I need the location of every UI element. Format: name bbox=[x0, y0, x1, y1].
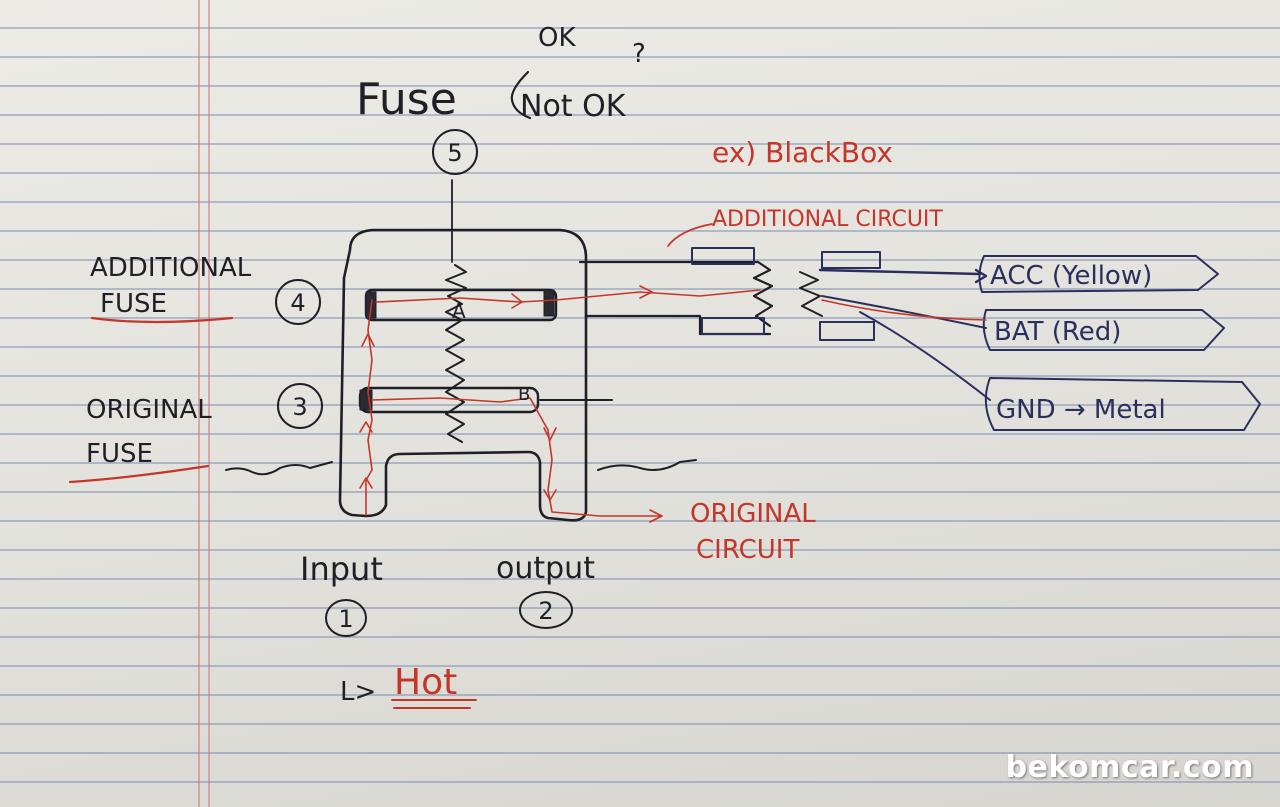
example-blackbox-label: ex) BlackBox bbox=[712, 136, 893, 169]
gnd-label-box bbox=[984, 377, 1261, 431]
bat-label-box bbox=[982, 309, 1225, 351]
connector-top-left bbox=[691, 247, 755, 265]
margin-line-right bbox=[208, 0, 210, 807]
fuse-b-label: B bbox=[518, 384, 530, 405]
current-path-original bbox=[371, 397, 661, 517]
fuse-3-number: 3 bbox=[292, 393, 307, 421]
original-circuit-label-line2: CIRCUIT bbox=[696, 535, 799, 565]
wire-zigzag-right bbox=[799, 271, 823, 317]
fuse-4-number: 4 bbox=[290, 289, 305, 317]
input-label: Input bbox=[300, 550, 383, 588]
wire-bundle-top bbox=[578, 260, 774, 328]
ok-not-ok-brace bbox=[510, 70, 532, 120]
connector-bottom-left bbox=[701, 317, 765, 335]
bat-wire bbox=[821, 295, 987, 329]
additional-fuse-label: FUSE bbox=[100, 289, 167, 319]
left-squiggle bbox=[225, 461, 333, 476]
additional-circuit-label: ADDITIONAL CIRCUIT bbox=[712, 207, 943, 232]
internal-link-zigzag bbox=[445, 264, 467, 443]
question-mark: ? bbox=[632, 39, 646, 69]
additional-fuse-underline bbox=[90, 316, 234, 324]
current-arrows-up bbox=[359, 333, 375, 489]
gnd-wire bbox=[859, 311, 991, 401]
current-path-input bbox=[365, 299, 373, 516]
fuse-tap-body bbox=[338, 228, 588, 522]
fuse-a-label: A bbox=[452, 299, 466, 323]
original-fuse-underline bbox=[68, 464, 210, 484]
margin-line-left bbox=[198, 0, 200, 807]
hot-label: Hot bbox=[394, 662, 457, 703]
acc-wire-arrow bbox=[974, 268, 988, 284]
fuse-5-number: 5 bbox=[447, 139, 462, 167]
gnd-metal-label: GND → Metal bbox=[996, 395, 1166, 425]
current-path-bat bbox=[821, 299, 987, 321]
current-arrows-output bbox=[543, 427, 663, 523]
input-1-circle bbox=[325, 599, 367, 637]
connector-bottom-right bbox=[819, 321, 875, 341]
fuse-4-circle bbox=[275, 279, 321, 325]
bat-red-label: BAT (Red) bbox=[994, 317, 1121, 347]
ok-label: OK bbox=[538, 23, 576, 53]
fuse-title: Fuse bbox=[356, 74, 457, 125]
acc-wire bbox=[818, 268, 982, 276]
additional-fuse-right-terminal bbox=[543, 289, 555, 317]
input-number: 1 bbox=[338, 605, 353, 633]
connector-top-right bbox=[821, 251, 881, 269]
output-label: output bbox=[496, 551, 595, 586]
original-fuse-label: FUSE bbox=[86, 439, 153, 469]
current-arrows-right-top bbox=[511, 285, 653, 309]
acc-yellow-label: ACC (Yellow) bbox=[990, 261, 1152, 291]
fuse-3-circle bbox=[277, 383, 323, 429]
additional-label: ADDITIONAL bbox=[90, 253, 252, 283]
watermark: bekomcar.com bbox=[1005, 750, 1254, 785]
acc-label-box bbox=[978, 255, 1219, 293]
hot-underline bbox=[391, 699, 477, 709]
hot-arrow: L> bbox=[340, 677, 376, 707]
right-squiggle bbox=[597, 459, 697, 471]
original-circuit-label-line1: ORIGINAL bbox=[690, 499, 816, 529]
fuse-5-circle bbox=[432, 129, 478, 175]
current-path-additional bbox=[375, 289, 761, 303]
not-ok-label: Not OK bbox=[520, 89, 627, 124]
original-label: ORIGINAL bbox=[86, 395, 212, 425]
output-2-circle bbox=[519, 591, 573, 629]
additional-circuit-leader bbox=[667, 223, 713, 247]
output-number: 2 bbox=[538, 597, 553, 625]
